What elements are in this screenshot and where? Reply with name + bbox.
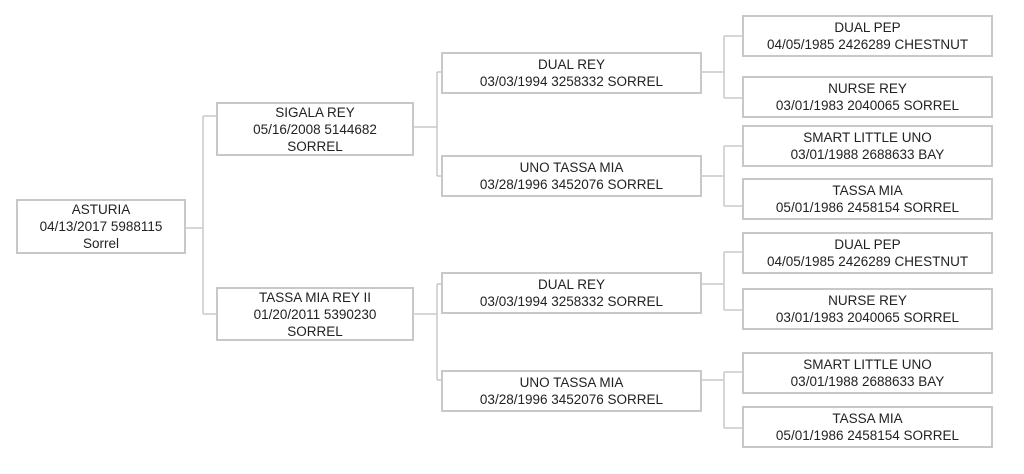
dd-dam-details: 05/01/1986 2458154 SORREL (775, 428, 960, 443)
ds-sire-box: DUAL PEP 04/05/1985 2426289 CHESTNUT (742, 232, 993, 274)
dam-box: TASSA MIA REY II 01/20/2011 5390230 SORR… (216, 287, 414, 341)
dd-sire-details: 03/01/1988 2688633 BAY (790, 374, 945, 389)
ds-sire-name: DUAL PEP (834, 237, 901, 252)
dam-name: TASSA MIA REY II (258, 289, 372, 305)
sd-dam-name: TASSA MIA (832, 183, 903, 198)
dd-dam-box: TASSA MIA 05/01/1986 2458154 SORREL (742, 406, 993, 448)
subject-details: 04/13/2017 5988115 (39, 219, 163, 234)
dam-sire-details: 03/03/1994 3258332 SORREL (479, 294, 664, 309)
ss-dam-details: 03/01/1983 2040065 SORREL (775, 98, 960, 113)
sire-sire-details: 03/03/1994 3258332 SORREL (479, 74, 664, 89)
subject-name: ASTURIA (71, 202, 131, 217)
dam-details: 01/20/2011 5390230 (253, 306, 377, 322)
ss-sire-details: 04/05/1985 2426289 CHESTNUT (766, 37, 969, 52)
sire-name: SIGALA REY (275, 104, 355, 120)
sd-sire-details: 03/01/1988 2688633 BAY (790, 147, 945, 162)
ss-sire-box: DUAL PEP 04/05/1985 2426289 CHESTNUT (742, 15, 993, 57)
sd-sire-box: SMART LITTLE UNO 03/01/1988 2688633 BAY (742, 125, 993, 167)
sire-details: 05/16/2008 5144682 (253, 121, 377, 137)
ds-dam-details: 03/01/1983 2040065 SORREL (775, 310, 960, 325)
sire-dam-box: UNO TASSA MIA 03/28/1996 3452076 SORREL (441, 155, 702, 197)
dam-dam-name: UNO TASSA MIA (519, 375, 624, 390)
ds-dam-name: NURSE REY (828, 293, 907, 308)
ds-sire-details: 04/05/1985 2426289 CHESTNUT (766, 254, 969, 269)
dd-sire-name: SMART LITTLE UNO (803, 357, 932, 372)
sd-sire-name: SMART LITTLE UNO (803, 130, 932, 145)
ss-dam-name: NURSE REY (828, 81, 907, 96)
dam-sire-name: DUAL REY (537, 277, 606, 292)
subject-horse-box: ASTURIA 04/13/2017 5988115 Sorrel (16, 199, 186, 254)
sd-dam-details: 05/01/1986 2458154 SORREL (775, 200, 960, 215)
sire-box: SIGALA REY 05/16/2008 5144682 SORREL (216, 102, 414, 156)
dam-dam-box: UNO TASSA MIA 03/28/1996 3452076 SORREL (441, 370, 702, 412)
ss-sire-name: DUAL PEP (834, 20, 901, 35)
dam-sire-box: DUAL REY 03/03/1994 3258332 SORREL (441, 272, 702, 314)
dd-sire-box: SMART LITTLE UNO 03/01/1988 2688633 BAY (742, 352, 993, 394)
sire-dam-details: 03/28/1996 3452076 SORREL (479, 177, 664, 192)
ss-dam-box: NURSE REY 03/01/1983 2040065 SORREL (742, 76, 993, 118)
subject-color: Sorrel (82, 236, 119, 251)
ds-dam-box: NURSE REY 03/01/1983 2040065 SORREL (742, 288, 993, 330)
dam-dam-details: 03/28/1996 3452076 SORREL (479, 392, 664, 407)
sire-sire-box: DUAL REY 03/03/1994 3258332 SORREL (441, 52, 702, 94)
sire-color: SORREL (287, 138, 343, 154)
dd-dam-name: TASSA MIA (832, 411, 903, 426)
sd-dam-box: TASSA MIA 05/01/1986 2458154 SORREL (742, 178, 993, 220)
sire-sire-name: DUAL REY (537, 57, 606, 72)
sire-dam-name: UNO TASSA MIA (519, 160, 624, 175)
dam-color: SORREL (287, 323, 343, 339)
